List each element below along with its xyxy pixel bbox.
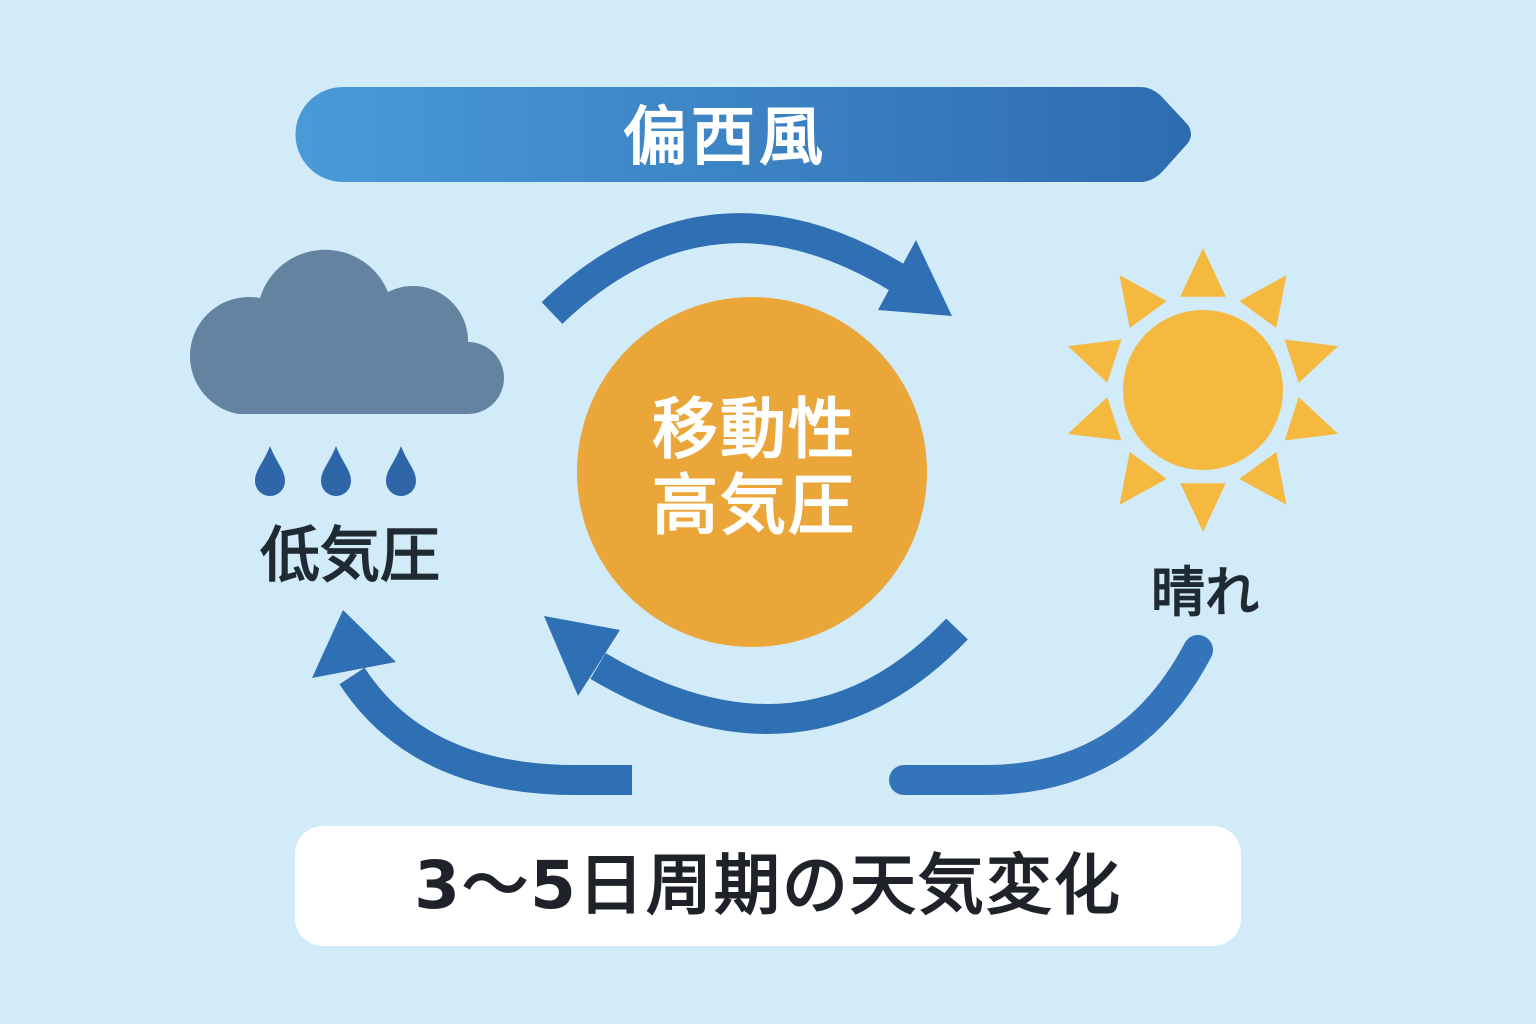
sun-ray: [1284, 397, 1339, 441]
sun-ray: [1067, 339, 1122, 383]
sun-ray: [1180, 248, 1226, 297]
raindrop-icon: [321, 446, 351, 496]
sun-icon: [1067, 248, 1339, 532]
raindrop-icon: [386, 446, 416, 496]
low-pressure-label: 低気圧: [260, 521, 440, 591]
sun-ray: [1284, 339, 1339, 383]
high-pressure-label-line2: 高気圧: [652, 466, 856, 544]
lower-left-arrow: [312, 610, 632, 795]
high-pressure-label: 移動性 高気圧: [578, 392, 930, 544]
rain-cloud-icon: [189, 249, 504, 496]
sun-ray: [1067, 397, 1122, 441]
raindrop-icon: [255, 446, 285, 496]
bottom-circulation-arrow: [544, 616, 968, 734]
sun-ray: [1119, 275, 1167, 328]
sun-ray: [1180, 483, 1226, 532]
caption-box: 3～5日周期の天気変化: [295, 826, 1241, 946]
caption-text: 3～5日周期の天気変化: [414, 847, 1122, 924]
top-circulation-arrow: [541, 213, 952, 324]
sun-ray: [1239, 452, 1287, 505]
westerlies-banner-arrow: [295, 87, 1192, 182]
westerlies-label: 偏西風: [623, 101, 827, 175]
sun-ray: [1239, 275, 1287, 328]
high-pressure-label-line1: 移動性: [652, 391, 856, 468]
sun-ray: [1119, 452, 1167, 505]
sunny-label: 晴れ: [1151, 561, 1259, 624]
lower-right-arc: [889, 635, 1213, 795]
high-pressure-circle: [577, 297, 927, 647]
